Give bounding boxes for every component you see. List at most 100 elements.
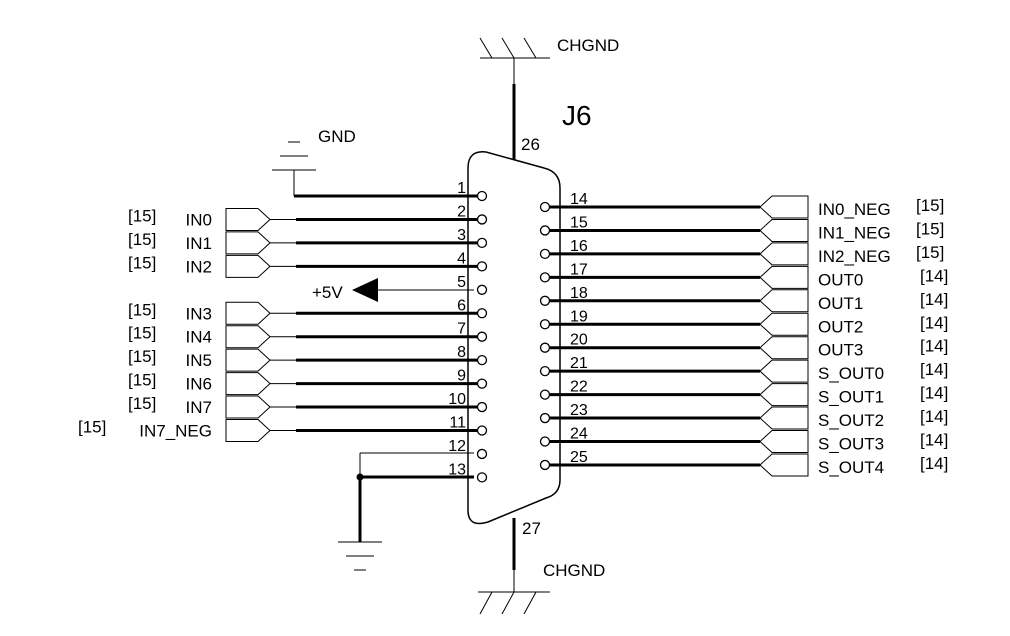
net-name: IN2 (186, 257, 212, 276)
pin-number: 23 (570, 402, 588, 419)
net-in1-neg: IN1_NEG [15] (759, 218, 944, 242)
pin-contact (539, 459, 551, 471)
pin-8: 8 (457, 344, 488, 366)
pin-contact (539, 319, 551, 330)
net-s-out0: S_OUT0[14] (759, 359, 948, 383)
pin-number: 20 (570, 332, 588, 349)
net-name: IN3 (186, 304, 212, 323)
offpage-port (759, 218, 809, 242)
net-name: IN2_NEG (818, 247, 891, 266)
net-name: S_OUT2 (818, 411, 884, 430)
chassis-ground-bottom: CHGND (478, 518, 605, 615)
net-ref: [15] (128, 230, 156, 249)
pin-number: 6 (457, 297, 466, 314)
offpage-port (759, 336, 809, 360)
net-in6: IN6[15] (128, 371, 477, 396)
net-name: IN1 (186, 234, 212, 253)
net-ref: [14] (920, 337, 948, 356)
offpage-port (225, 348, 271, 372)
shell-pin-top: 26 (521, 135, 540, 154)
pin-number: 17 (570, 261, 588, 278)
pin-23: 23 (539, 402, 760, 424)
pin-9: 9 (457, 368, 488, 389)
pin-contact (476, 448, 488, 460)
ground-symbol-bottom (338, 452, 474, 571)
net-ref: [15] (128, 394, 156, 413)
net-s-out4: S_OUT4[14] (759, 453, 948, 477)
pin-number: 18 (570, 285, 588, 302)
pin-1: 1 (457, 180, 488, 202)
pin-contact (539, 201, 551, 213)
pin-number: 11 (449, 415, 466, 432)
net-in7: IN7 [15] (128, 394, 477, 419)
net-name: OUT0 (818, 270, 863, 289)
ground-label: GND (318, 127, 356, 146)
pin-13: 13 (448, 461, 488, 483)
pin-number: 22 (570, 379, 588, 396)
net-name: IN7 (186, 398, 212, 417)
pin-number: 21 (570, 355, 588, 372)
pin-number: 5 (457, 274, 466, 291)
pin-contact (539, 389, 551, 400)
net-ref: [15] (128, 206, 156, 225)
left-net-group: IN0[15]IN1[15]IN2[15]IN3[15]IN4[15]IN5[1… (78, 206, 477, 442)
right-net-group: IN0_NEG[15]IN1_NEG[15]IN2_NEG[15]OUT0[14… (759, 195, 948, 477)
pin-number: 3 (457, 227, 466, 244)
pin-number: 10 (448, 391, 466, 408)
pin-contact (476, 354, 488, 366)
pin-contact (539, 225, 551, 236)
pin-contact (476, 308, 488, 319)
net-name: S_OUT1 (818, 388, 884, 407)
net-name: IN1_NEG (818, 223, 891, 242)
net-name: IN5 (186, 351, 212, 370)
net-ref: [14] (920, 384, 948, 403)
pin-7: 7 (457, 321, 488, 342)
offpage-port (759, 289, 809, 313)
net-ref: [15] (128, 347, 156, 366)
net-ref: [14] (920, 360, 948, 379)
net-ref: [15] (128, 253, 156, 272)
net-ref: [14] (920, 313, 948, 332)
offpage-port (225, 395, 271, 419)
pin-19: 19 (539, 308, 760, 330)
net-name: IN0_NEG (818, 200, 891, 219)
pin-number: 25 (570, 449, 588, 466)
pin-number: 2 (457, 203, 466, 220)
pin-10: 10 (448, 391, 488, 413)
connector-designator: J6 (562, 100, 592, 131)
offpage-port (759, 430, 809, 453)
net-ref: [15] (128, 324, 156, 343)
offpage-port (225, 419, 271, 442)
net-ref: [15] (128, 371, 156, 390)
pin-number: 8 (457, 344, 466, 361)
net-in2: IN2 [15] (128, 253, 477, 278)
supply-label: +5V (312, 283, 343, 302)
pin-number: 14 (570, 191, 588, 208)
net-ref: [14] (920, 266, 948, 285)
net-in3: IN3[15] (128, 300, 477, 325)
pin-contact (539, 248, 551, 260)
net-out0: OUT0 [14] (759, 265, 948, 289)
pin-contact (539, 412, 551, 424)
connector-body (467, 151, 561, 525)
pin-number: 24 (570, 426, 588, 443)
pin-contact (476, 472, 488, 483)
net-name: OUT1 (818, 294, 863, 313)
net-ref: [14] (920, 290, 948, 309)
pin-contact (539, 295, 551, 306)
net-ref: [15] (916, 219, 944, 238)
pin-2: 2 (457, 203, 488, 225)
pin-20: 20 (539, 332, 760, 353)
chassis-ground-top: CHGND (479, 36, 619, 160)
pin-18: 18 (539, 285, 760, 306)
net-out2: OUT2[14] (759, 312, 948, 336)
pin-15: 15 (539, 214, 760, 236)
net-name: IN4 (186, 328, 212, 347)
net-s-out2: S_OUT2 [14] (759, 406, 948, 430)
pin-number: 19 (570, 308, 588, 325)
net-ref: [14] (920, 407, 948, 426)
offpage-port (759, 453, 809, 477)
pin-contact (476, 237, 488, 249)
net-out1: OUT1 [14] (759, 289, 948, 313)
